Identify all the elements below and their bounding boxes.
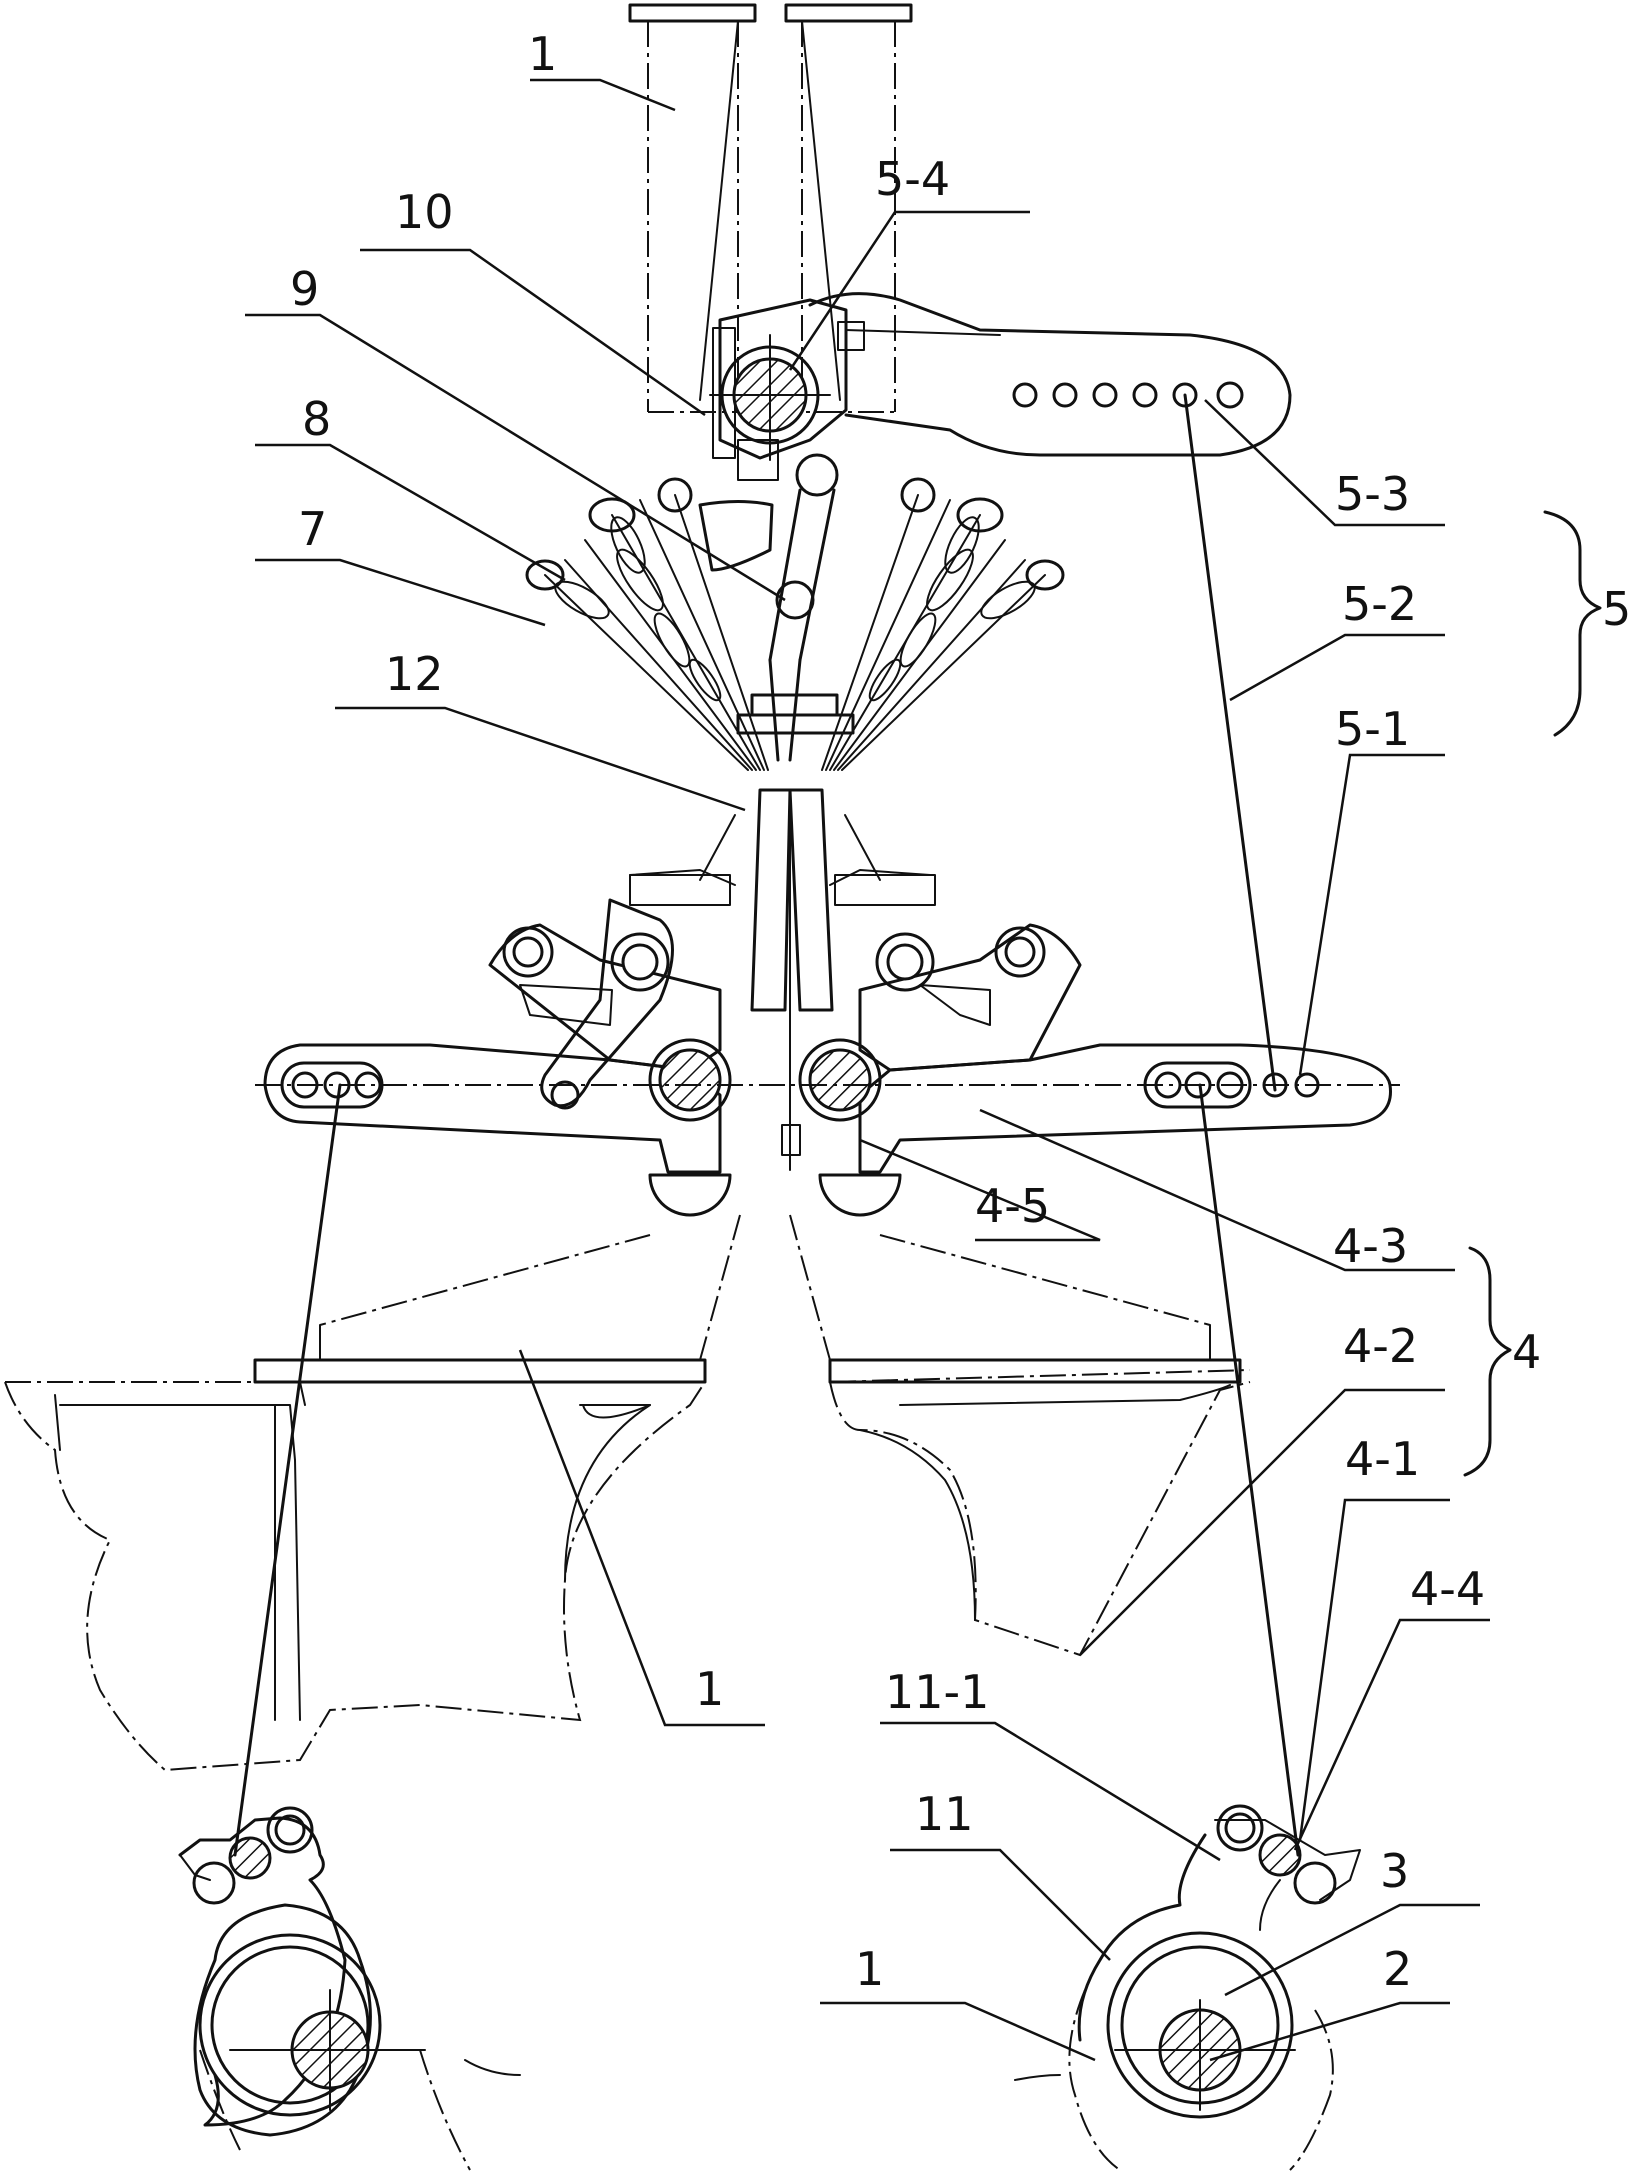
yarn-guide-assembly — [700, 455, 853, 760]
link-rods — [235, 395, 1298, 1855]
label-3: 3 — [1380, 1844, 1409, 1898]
label-1-middle: 1 — [695, 1662, 724, 1716]
label-4-1: 4-1 — [1345, 1432, 1420, 1486]
label-5-group: 5 — [1602, 582, 1631, 636]
label-1-top: 1 — [528, 27, 557, 81]
label-12: 12 — [385, 647, 444, 701]
needle-plate — [700, 790, 880, 1170]
label-5-1: 5-1 — [1335, 702, 1410, 756]
label-11: 11 — [915, 1787, 974, 1841]
label-8: 8 — [302, 392, 331, 446]
label-4-4: 4-4 — [1410, 1562, 1485, 1616]
label-1-bottom: 1 — [855, 1942, 884, 1996]
label-2: 2 — [1383, 1942, 1412, 1996]
label-5-4: 5-4 — [875, 152, 950, 206]
label-4-5: 4-5 — [975, 1179, 1050, 1233]
label-10: 10 — [395, 185, 454, 239]
label-4-3: 4-3 — [1333, 1219, 1408, 1273]
label-7: 7 — [298, 502, 327, 556]
label-9: 9 — [290, 262, 319, 316]
label-5-3: 5-3 — [1335, 467, 1410, 521]
label-5-2: 5-2 — [1342, 577, 1417, 631]
label-4-2: 4-2 — [1343, 1319, 1418, 1373]
frame-wings — [5, 1215, 1250, 1770]
bottom-cams — [180, 1806, 1360, 2170]
label-4-group: 4 — [1512, 1325, 1541, 1379]
label-11-1: 11-1 — [885, 1665, 989, 1719]
top-lever-assembly — [710, 294, 1290, 480]
